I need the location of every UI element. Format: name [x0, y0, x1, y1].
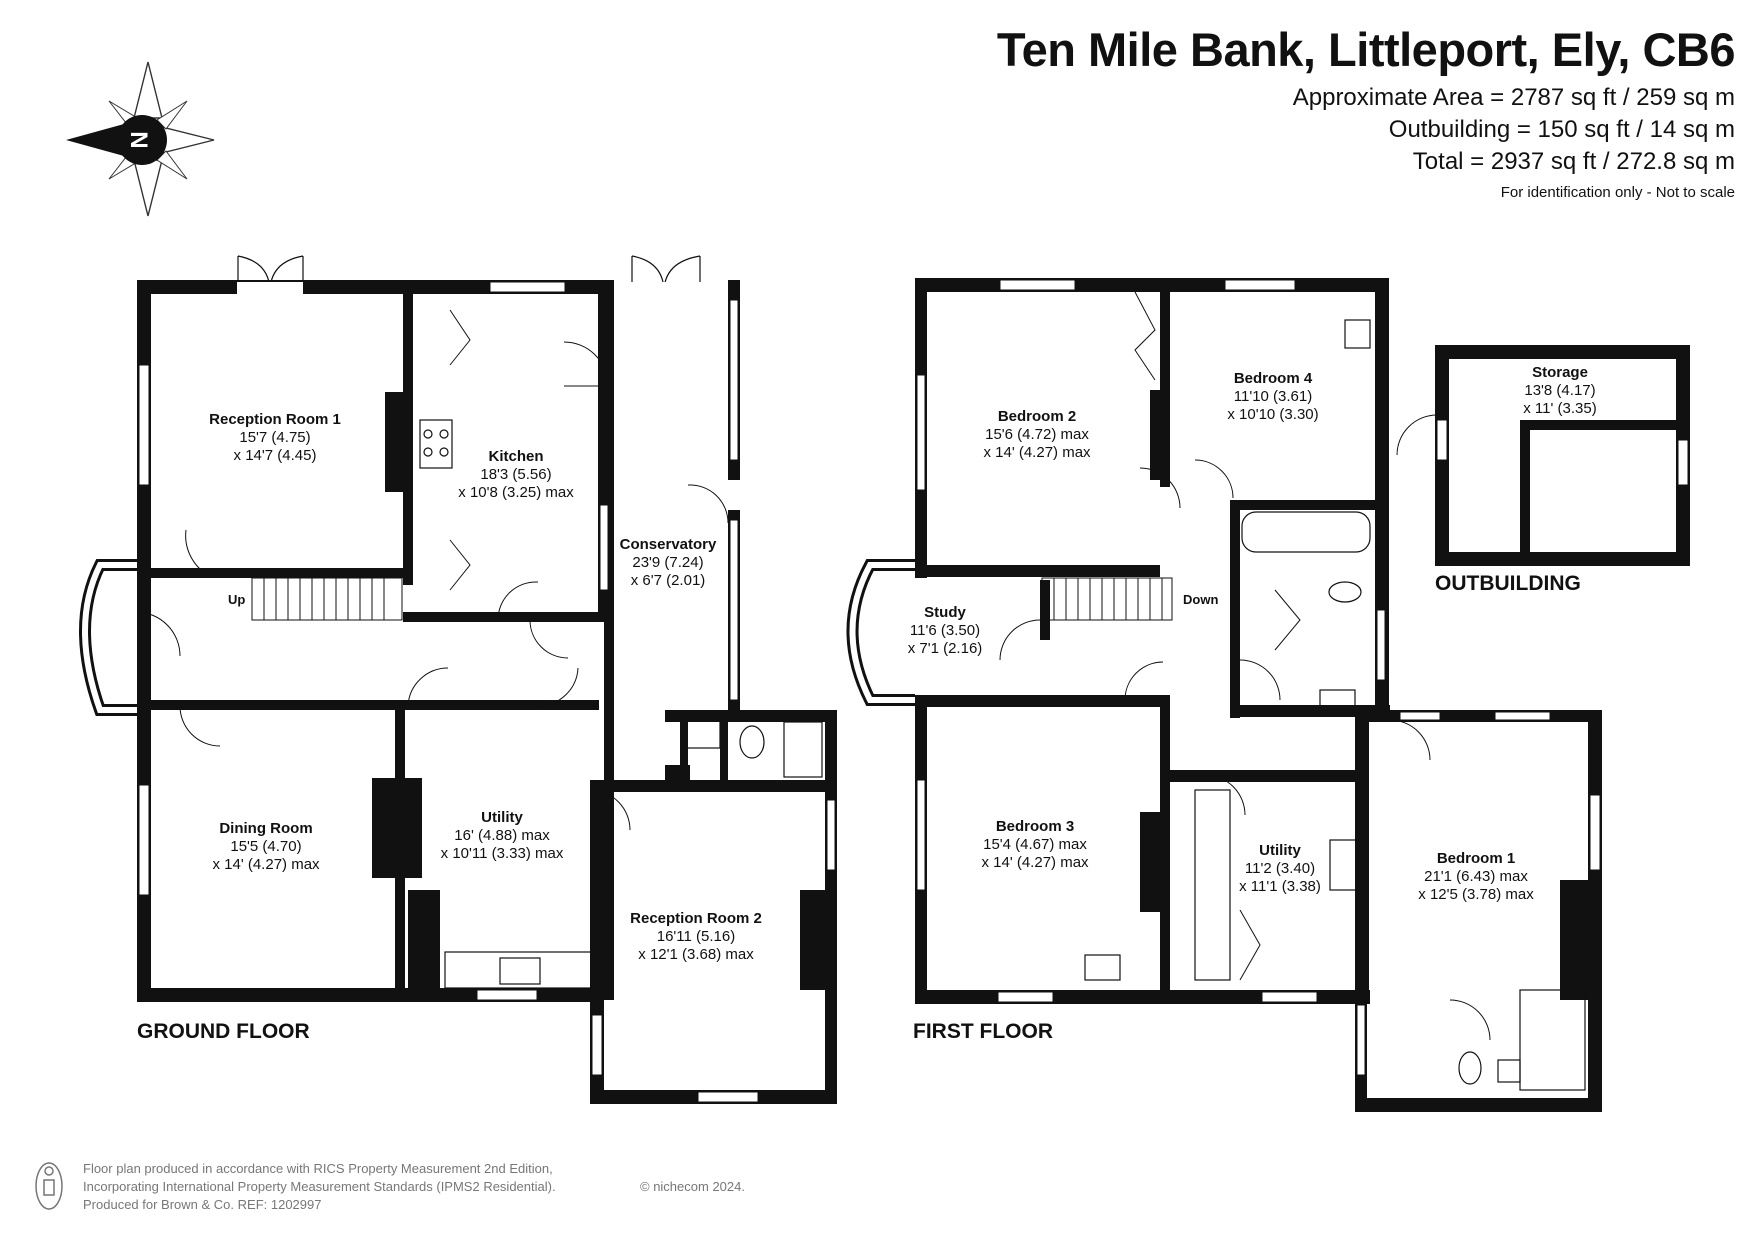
- footer-line-1: Floor plan produced in accordance with R…: [83, 1161, 553, 1176]
- room-name: Utility: [1259, 842, 1301, 859]
- room-name: Kitchen: [488, 448, 544, 465]
- room-dim-1: 11'10 (3.61): [1233, 388, 1313, 405]
- room-bedroom-4: Bedroom 4 11'10 (3.61) x 10'10 (3.30): [1227, 370, 1318, 424]
- compass-label: N: [126, 131, 154, 149]
- person-icon: [35, 1162, 63, 1210]
- outbuilding-area: Outbuilding = 150 sq ft / 14 sq m: [1388, 116, 1735, 143]
- stairs-down-label: Down: [1183, 592, 1219, 607]
- room-bedroom-1: Bedroom 1 21'1 (6.43) max x 12'5 (3.78) …: [1418, 850, 1533, 904]
- room-name: Dining Room: [219, 820, 313, 837]
- ground-bay-window: [79, 559, 137, 716]
- room-reception-2: Reception Room 2 16'11 (5.16) x 12'1 (3.…: [630, 910, 762, 964]
- ground-fixtures: [419, 419, 823, 989]
- outbuilding-label: OUTBUILDING: [1435, 572, 1581, 595]
- footer-line-2: Incorporating International Property Mea…: [83, 1179, 556, 1194]
- room-dim-2: x 11'1 (3.38): [1239, 878, 1321, 895]
- room-dim-1: 15'7 (4.75): [239, 429, 311, 446]
- first-bay-window: [846, 559, 915, 706]
- room-dim-2: x 10'8 (3.25) max: [458, 484, 574, 501]
- room-dining: Dining Room 15'5 (4.70) x 14' (4.27) max: [212, 820, 319, 874]
- room-dim-1: 11'2 (3.40): [1244, 860, 1316, 877]
- room-dim-2: x 12'5 (3.78) max: [1418, 886, 1534, 903]
- ground-floor-windows: [138, 281, 836, 1103]
- first-fixtures: [1084, 319, 1586, 1091]
- room-name: Bedroom 4: [1233, 370, 1313, 387]
- room-dim-2: x 14' (4.27) max: [983, 444, 1091, 461]
- room-dim-1: 16' (4.88) max: [454, 827, 550, 844]
- room-dim-1: 16'11 (5.16): [656, 928, 736, 945]
- first-floor-windows: [916, 279, 1601, 1076]
- room-name: Conservatory: [619, 536, 717, 553]
- ground-stairs: [251, 577, 403, 621]
- room-dim-1: 15'4 (4.67) max: [983, 836, 1087, 853]
- room-dim-1: 13'8 (4.17): [1524, 382, 1596, 399]
- footer: Floor plan produced in accordance with R…: [83, 1160, 745, 1214]
- room-name: Utility: [481, 809, 523, 826]
- room-name: Reception Room 2: [630, 910, 762, 927]
- room-name: Study: [924, 604, 966, 621]
- room-dim-2: x 14' (4.27) max: [212, 856, 320, 873]
- room-dim-2: x 14' (4.27) max: [981, 854, 1089, 871]
- room-name: Bedroom 2: [997, 408, 1077, 425]
- approx-area: Approximate Area = 2787 sq ft / 259 sq m: [1292, 84, 1735, 111]
- ground-floor-label: GROUND FLOOR: [137, 1020, 310, 1043]
- room-kitchen: Kitchen 18'3 (5.56) x 10'8 (3.25) max: [458, 448, 573, 502]
- footer-line-3: Produced for Brown & Co. REF: 1202997: [83, 1197, 322, 1212]
- room-name: Bedroom 1: [1436, 850, 1516, 867]
- room-dim-1: 21'1 (6.43) max: [1424, 868, 1528, 885]
- room-dim-1: 23'9 (7.24): [632, 554, 704, 571]
- wardrobe-marks: [449, 291, 1301, 981]
- room-dim-1: 15'6 (4.72) max: [985, 426, 1089, 443]
- first-floor-label: FIRST FLOOR: [913, 1020, 1053, 1043]
- first-stairs: [1041, 577, 1173, 621]
- room-dim-2: x 14'7 (4.45): [233, 447, 317, 464]
- property-title: Ten Mile Bank, Littleport, Ely, CB6: [996, 23, 1736, 76]
- compass-icon: [66, 61, 215, 217]
- room-dim-2: x 10'11 (3.33) max: [440, 845, 564, 862]
- room-bedroom-3: Bedroom 3 15'4 (4.67) max x 14' (4.27) m…: [981, 818, 1088, 872]
- stairs-up-label: Up: [228, 592, 246, 607]
- room-storage: Storage 13'8 (4.17) x 11' (3.35): [1523, 364, 1596, 418]
- ground-french-doors: [237, 255, 701, 294]
- outbuilding-window: [1436, 419, 1689, 486]
- room-dim-2: x 10'10 (3.30): [1227, 406, 1319, 423]
- room-dim-2: x 12'1 (3.68) max: [638, 946, 754, 963]
- room-bedroom-2: Bedroom 2 15'6 (4.72) max x 14' (4.27) m…: [983, 408, 1090, 462]
- room-name: Storage: [1532, 364, 1588, 381]
- room-utility-first: Utility 11'2 (3.40) x 11'1 (3.38): [1239, 842, 1321, 896]
- room-name: Bedroom 3: [995, 818, 1075, 835]
- room-conservatory: Conservatory 23'9 (7.24) x 6'7 (2.01): [620, 536, 717, 590]
- first-floor-walls: [915, 278, 1602, 1112]
- room-dim-1: 18'3 (5.56): [480, 466, 552, 483]
- ground-doors: [136, 341, 729, 831]
- room-study: Study 11'6 (3.50) x 7'1 (2.16): [908, 604, 983, 658]
- room-dim-2: x 6'7 (2.01): [630, 572, 706, 589]
- room-name: Reception Room 1: [209, 411, 341, 428]
- room-dim-1: 11'6 (3.50): [909, 622, 981, 639]
- outbuilding-walls: [1435, 345, 1690, 566]
- room-utility-ground: Utility 16' (4.88) max x 10'11 (3.33) ma…: [441, 809, 564, 863]
- room-dim-1: 15'5 (4.70): [230, 838, 302, 855]
- disclaimer-note: For identification only - Not to scale: [1500, 184, 1735, 201]
- total-area: Total = 2937 sq ft / 272.8 sq m: [1412, 148, 1735, 175]
- footer-copyright: © nichecom 2024.: [640, 1179, 745, 1194]
- outbuilding-door: [1396, 414, 1438, 456]
- room-dim-2: x 7'1 (2.16): [907, 640, 983, 657]
- first-doors: [999, 459, 1491, 1041]
- room-reception-1: Reception Room 1 15'7 (4.75) x 14'7 (4.4…: [209, 411, 341, 465]
- room-dim-2: x 11' (3.35): [1523, 400, 1597, 417]
